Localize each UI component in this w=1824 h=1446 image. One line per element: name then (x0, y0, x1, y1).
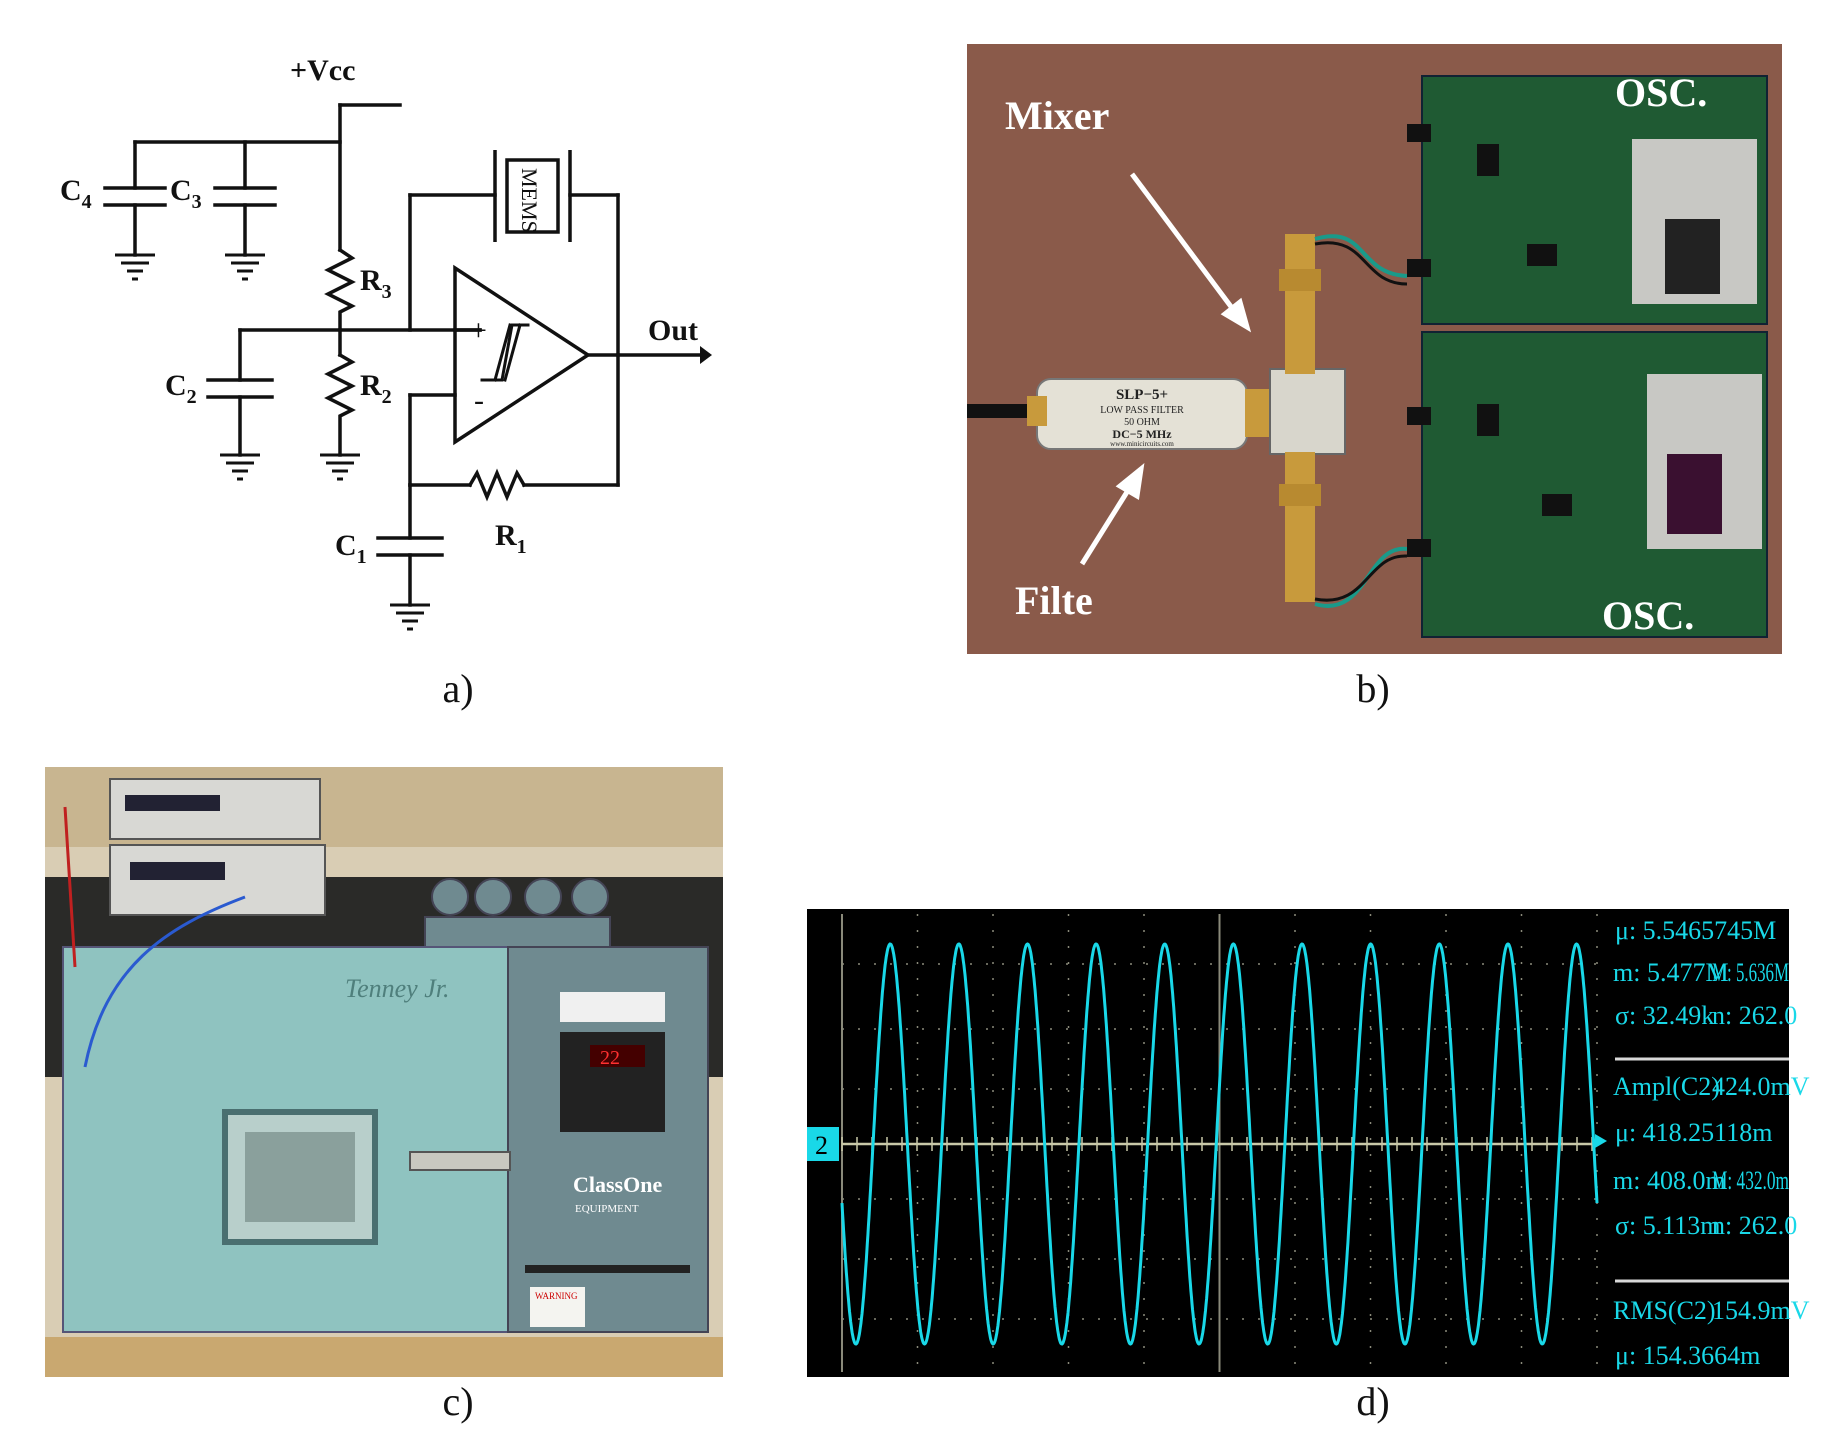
waveform-trace (840, 942, 1599, 1346)
c2-label: C2 (165, 369, 197, 408)
temp-display: 22 (600, 1047, 620, 1069)
out-label: Out (648, 314, 698, 347)
warning-text: WARNING (535, 1291, 578, 1301)
r1-label: R1 (495, 519, 527, 558)
mixer-filter-photo: SLP−5+ LOW PASS FILTER 50 OHM DC−5 MHz w… (967, 44, 1782, 654)
ampl-max: M: 432.0m (1712, 1166, 1789, 1195)
ampl-value: 424.0mV (1712, 1072, 1810, 1101)
vcc-label: +Vcc (290, 54, 355, 87)
r3-label: R3 (360, 264, 392, 303)
classone-text: ClassOne (573, 1172, 662, 1197)
ampl-mean: μ: 418.25118m (1615, 1118, 1772, 1147)
brand-text: Tenney Jr. (345, 974, 449, 1003)
freq-mean: μ: 5.5465745M (1615, 916, 1776, 945)
thermal-chamber-photo: Tenney Jr. 22 ClassOne EQUIPMENT WARNING (45, 767, 723, 1377)
caption-a: a) (442, 666, 474, 711)
caption-d: d) (1356, 1379, 1390, 1424)
plus-sign: + (470, 314, 487, 347)
osc-label-bottom: OSC. (1602, 593, 1694, 638)
caption-b: b) (1356, 666, 1390, 711)
rms-title: RMS(C2) (1613, 1296, 1716, 1325)
ampl-title: Ampl(C2) (1613, 1072, 1720, 1101)
c1-label: C1 (335, 529, 367, 568)
ampl-min: m: 408.0m (1613, 1166, 1726, 1195)
c4-label: C4 (60, 174, 92, 213)
filter-label: Filte (1015, 578, 1093, 623)
filter-text-model: SLP−5+ (1116, 387, 1168, 403)
channel-marker (807, 1127, 839, 1161)
filter-text-ohm: 50 OHM (1124, 417, 1160, 428)
rms-mean: μ: 154.3664m (1615, 1341, 1760, 1370)
ampl-count: n: 262.0 (1712, 1211, 1797, 1240)
filter-text-band: DC−5 MHz (1112, 427, 1172, 441)
freq-max: M: 5.636M (1712, 958, 1789, 987)
mixer-label: Mixer (1005, 93, 1109, 138)
filter-text-url: www.minicircuits.com (1110, 440, 1174, 448)
freq-count: n: 262.0 (1712, 1001, 1797, 1030)
channel-marker-label: 2 (815, 1131, 828, 1160)
freq-sigma: σ: 32.49k (1615, 1001, 1714, 1030)
mixer-block (1269, 368, 1346, 455)
filter-text-type: LOW PASS FILTER (1100, 405, 1184, 416)
osc-label-top: OSC. (1615, 70, 1707, 115)
equipment-text: EQUIPMENT (575, 1203, 639, 1215)
minus-sign: - (474, 384, 484, 417)
circuit-schematic: +Vcc Out MEMS C4 C3 C2 C1 R3 R2 R1 + - (60, 54, 712, 631)
ampl-sigma: σ: 5.113m (1615, 1211, 1721, 1240)
r2-label: R2 (360, 369, 392, 408)
c3-label: C3 (170, 174, 202, 213)
mems-label: MEMS (517, 168, 542, 233)
door-handle (409, 1151, 511, 1171)
caption-c: c) (442, 1379, 474, 1424)
oscilloscope-screen: 2 μ: 5.5465745M m: 5.477M M: 5.636M σ: 3… (807, 909, 1810, 1377)
rms-value: 154.9mV (1712, 1296, 1810, 1325)
freq-min: m: 5.477M (1613, 958, 1729, 987)
